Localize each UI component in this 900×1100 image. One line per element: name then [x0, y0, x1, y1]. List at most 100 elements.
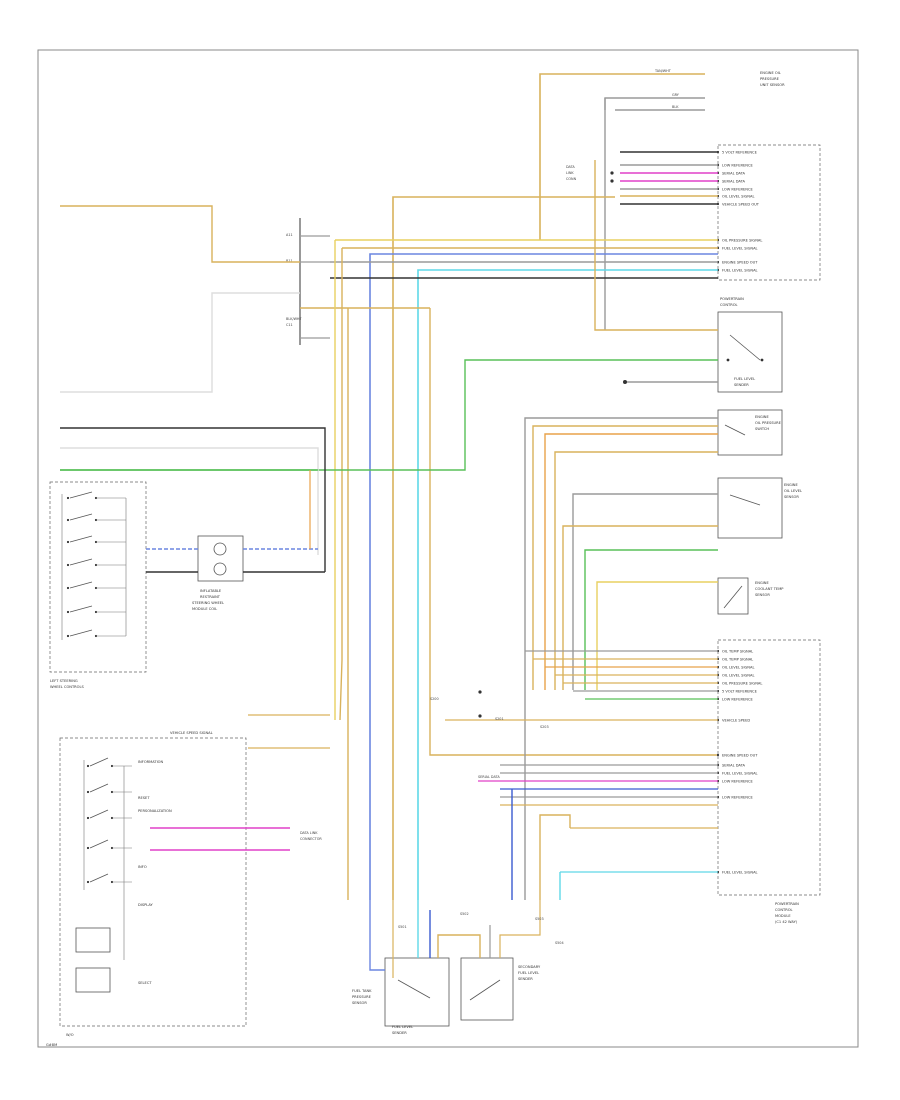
lower-pin-label: 5 VOLT REFERENCE — [722, 689, 758, 693]
oil-pressure-label-1: ENGINE — [755, 415, 769, 419]
lower-left-labels: INFORMATION RESET PERSONALIZATION INFO D… — [138, 760, 172, 985]
ladder-blade — [89, 839, 109, 849]
fuel-pump-label-3: SENDER — [518, 977, 533, 981]
lower-pin-label: OIL PRESSURE SIGNAL — [722, 681, 762, 685]
pcm-pin-label: ENGINE SPEED OUT — [722, 260, 758, 264]
cluster-vertical-wires — [334, 240, 718, 900]
fuel-bottom-label-2: SENDER — [392, 1031, 407, 1035]
top-right-wires — [539, 73, 705, 330]
pcm-pin-label: FUEL LEVEL SIGNAL — [722, 246, 758, 250]
steering-switch-blade — [69, 535, 93, 543]
ladder-blade — [89, 783, 109, 793]
data-link-2: LINK — [566, 171, 574, 175]
vss-dashed-box — [59, 737, 247, 1027]
tank-sensor-label-2: PRESSURE — [352, 995, 372, 999]
lower-pin-label: ENGINE SPEED OUT — [722, 753, 758, 757]
clock-spring-wires — [146, 470, 325, 573]
clock-spring-box — [197, 535, 244, 582]
oil-switch-wires — [524, 417, 718, 900]
lower-left-to-cluster: DATA LINK CONNECTOR — [150, 714, 330, 851]
ladder-blade — [89, 809, 109, 819]
oil-level-label-1: ENGINE — [784, 483, 798, 487]
steering-switch-contact — [66, 518, 70, 522]
splice-1: S201 — [495, 717, 504, 721]
coolant-temp-sensor: ENGINE COOLANT TEMP SENSOR — [717, 577, 784, 615]
display-box — [75, 927, 111, 953]
serial-data-label: SERIAL DATA — [478, 775, 500, 779]
clock-spring-coil-1 — [213, 542, 227, 556]
bottom-splice-4: S504 — [555, 941, 564, 945]
fuel-level-sender-top: FUEL LEVEL SENDER POWERTRAIN CONTROL — [717, 297, 783, 393]
diagram-frame — [37, 49, 859, 1048]
lower-pin-label: OIL LEVEL SIGNAL — [722, 665, 754, 669]
pcm-input-wires — [620, 151, 718, 205]
pcm-connector-middle — [717, 639, 821, 896]
coolant-label-3: SENSOR — [755, 593, 770, 597]
data-link-3: CONN — [566, 177, 577, 181]
coolant-label-2: COOLANT TEMP — [755, 587, 784, 591]
oil-level-wires — [562, 493, 718, 690]
steering-switch-contact — [66, 610, 70, 614]
steering-switch-blade — [69, 629, 93, 637]
bottom-splice-1: S501 — [398, 925, 407, 929]
pcm-pin-label: OIL LEVEL SIGNAL — [722, 194, 754, 198]
steering-switch-blade — [69, 558, 93, 566]
pcm-connector-top — [717, 144, 821, 281]
cluster-pin-c: BLK/WHT — [286, 317, 302, 321]
vss-label: VEHICLE SPEED SIGNAL — [170, 731, 213, 735]
tank-sensor-label-3: SENSOR — [352, 1001, 367, 1005]
pcm-pin-label: LOW REFERENCE — [722, 163, 753, 167]
bottom-vertical-wires — [369, 900, 541, 978]
oil-level-label-3: SENSOR — [784, 495, 799, 499]
clock-spring-label-4: MODULE COIL — [192, 607, 217, 611]
page-tag: G#8M — [46, 1043, 57, 1047]
cluster-pin-d: C11 — [286, 323, 293, 327]
sender-pin-2 — [760, 358, 764, 362]
steering-dashed-box — [49, 481, 147, 673]
coolant-label-1: ENGINE — [755, 581, 769, 585]
pcm-middle-dashed — [717, 639, 821, 896]
engine-oil-label-3: UNIT SENSOR — [760, 83, 785, 87]
fuel-pump-label-2: FUEL LEVEL — [518, 971, 539, 975]
cluster-dlc-2: CONNECTOR — [300, 837, 322, 841]
wire-tag-3: BLK — [672, 105, 679, 109]
fuel-tank-sensor: FUEL TANK PRESSURE SENSOR — [352, 989, 372, 1005]
steering-switch-contact — [66, 540, 70, 544]
cluster-wires-left — [60, 205, 430, 393]
sender-pin-1 — [726, 358, 730, 362]
ll-label-c: PERSONALIZATION — [138, 809, 172, 813]
ladder-contact — [86, 880, 90, 884]
clock-spring-label-3: STEERING WHEEL — [192, 601, 224, 605]
clock-spring-label-2: RESTRAINT — [200, 595, 221, 599]
steering-switch-contact — [66, 496, 70, 500]
oil-pressure-label-2: OIL PRESSURE — [755, 421, 782, 425]
fuel-level-bottom-box — [384, 957, 450, 1027]
ladder-contact — [86, 846, 90, 850]
steering-switch-blade — [69, 581, 93, 589]
ground-dot — [623, 380, 627, 384]
lower-pin-label: SERIAL DATA — [722, 763, 746, 767]
data-link-1: DATA — [566, 165, 575, 169]
clock-spring: INFLATABLE RESTRAINT STEERING WHEEL MODU… — [192, 535, 244, 611]
ll-label-f: SELECT — [138, 981, 152, 985]
wire-tag-1: TAN/WHT — [654, 69, 672, 73]
lower-pin-label: OIL TEMP SIGNAL — [722, 657, 753, 661]
splice-dot-2 — [478, 714, 482, 718]
coolant-wires — [596, 581, 718, 690]
br-module-4: (C1 42 WAY) — [775, 920, 798, 924]
oil-level-box — [717, 477, 783, 539]
footer-left: W/O — [66, 1033, 74, 1037]
splice-2: S200 — [430, 697, 439, 701]
pcm-top-label-2: CONTROL — [720, 303, 738, 307]
fuel-pump-box — [460, 957, 514, 1021]
lower-pin-dot — [716, 753, 720, 757]
ll-label-e: DISPLAY — [138, 903, 154, 907]
steering-switch-contact — [66, 634, 70, 638]
lower-pin-label: VEHICLE SPEED — [722, 718, 750, 722]
steering-switch-blade — [69, 513, 93, 521]
lower-pin-label: OIL LEVEL SIGNAL — [722, 673, 754, 677]
oil-level-sensor: ENGINE OIL LEVEL SENSOR — [717, 477, 802, 539]
select-box — [75, 967, 111, 993]
oil-level-label-2: OIL LEVEL — [784, 489, 802, 493]
